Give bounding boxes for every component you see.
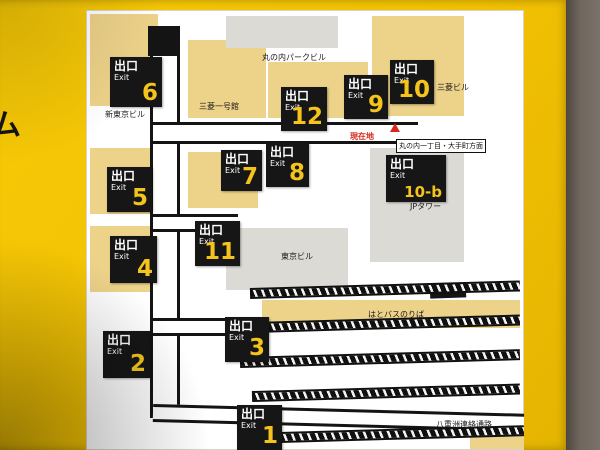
current-location-triangle-icon	[390, 123, 400, 132]
exit-label-en: Exit	[229, 332, 245, 342]
map-label: JPタワー	[410, 202, 442, 211]
exit-number: 8	[288, 160, 305, 186]
map-label: 八重洲連絡通路	[436, 420, 492, 429]
exit-label-jp: 出口	[285, 89, 310, 103]
map-label: 三菱ビル	[437, 83, 469, 92]
exit-label-en: Exit	[348, 90, 364, 100]
map-label: 東京ビル	[281, 252, 313, 261]
map-label: 三菱一号館	[199, 102, 239, 111]
exit-label-jp: 出口	[114, 59, 139, 73]
exit-label-jp: 出口	[225, 152, 250, 166]
map-label: 新東京ビル	[105, 110, 145, 119]
exit-number: 10-b	[404, 183, 442, 201]
exit-label-en: Exit	[107, 346, 123, 356]
exit-number: 4	[136, 256, 153, 282]
exit-label-jp: 出口	[107, 333, 132, 347]
exit-label-jp: 出口	[229, 319, 254, 333]
exit-number: 10	[397, 77, 430, 103]
exit-label-en: Exit	[285, 102, 301, 112]
exit-label-en: Exit	[241, 420, 257, 430]
exit-number: 3	[248, 335, 265, 361]
exit-number: 6	[141, 80, 158, 106]
map-label: はとバスのりば	[368, 310, 424, 319]
exit-label-jp: 出口	[270, 145, 295, 159]
direction-sign: 丸の内一丁目・大手町方面	[396, 139, 486, 153]
building-block	[188, 40, 266, 118]
exit-label-en: Exit	[114, 251, 130, 261]
exit-number: 2	[129, 351, 146, 377]
current-location-label: 現在地	[350, 132, 374, 141]
map-label: 丸の内パークビル	[262, 53, 326, 62]
exit-label-en: Exit	[225, 165, 241, 175]
stairs-block	[148, 26, 180, 56]
exit-label-en: Exit	[270, 158, 286, 168]
building-block	[226, 16, 338, 48]
exit-number: 12	[290, 104, 323, 130]
exit-label-jp: 出口	[114, 238, 139, 252]
exit-label-jp: 出口	[111, 169, 136, 183]
exit-label-jp: 出口	[199, 223, 224, 237]
exit-number: 9	[367, 92, 384, 118]
exit-label-jp: 出口	[394, 62, 419, 76]
exit-label-jp: 出口	[348, 77, 373, 91]
exit-label-en: Exit	[199, 236, 215, 246]
exit-label-en: Exit	[114, 72, 130, 82]
exit-label-en: Exit	[390, 170, 406, 180]
exit-number: 1	[261, 423, 278, 449]
exit-number: 5	[131, 185, 148, 211]
exit-label-en: Exit	[394, 75, 410, 85]
exit-number: 7	[241, 164, 258, 190]
building-block	[226, 228, 348, 290]
exit-label-en: Exit	[111, 182, 127, 192]
exit-label-jp: 出口	[241, 407, 266, 421]
exit-label-jp: 出口	[390, 157, 415, 171]
wall-background	[566, 0, 600, 450]
side-text: ム	[0, 108, 21, 143]
exit-number: 11	[203, 239, 236, 265]
